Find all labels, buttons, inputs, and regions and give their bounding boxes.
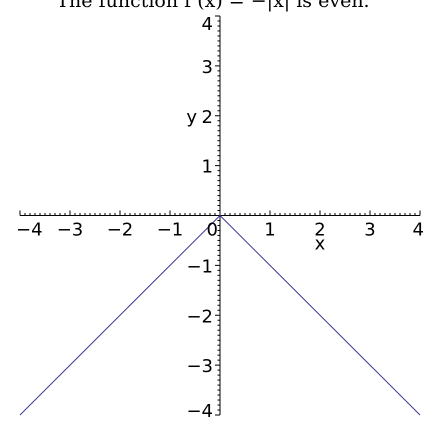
y-tick-label: 4 [202,14,213,35]
x-tick-label: 4 [413,220,424,241]
y-tick-label: −1 [186,256,213,277]
axis-labels: −4 −3 −2 −1 0 1 2 3 4 −4 −3 −2 −1 1 2 3 4 x y [16,14,424,422]
x-tick-label: 3 [364,220,375,241]
x-axis-label: x [315,234,326,255]
x-tick-label: 2 [314,220,325,241]
x-tick-label: −3 [57,220,84,241]
y-tick-label: −4 [186,401,213,422]
series-line [19,214,421,416]
x-tick-label: −2 [107,220,134,241]
y-tick-label: −2 [186,306,213,327]
x-tick-label: −1 [157,220,184,241]
series-layer [19,214,421,416]
x-tick-label: 0 [207,220,218,241]
y-tick-label: −3 [186,356,213,377]
y-axis-label: y [186,107,197,128]
chart-title: The function f (x) = −|x| is even. [56,0,370,12]
x-tick-label: −4 [16,220,43,241]
y-tick-label: 1 [202,157,213,178]
y-tick-label: 3 [202,57,213,78]
y-tick-label: 2 [202,107,213,128]
x-tick-label: 1 [264,220,275,241]
